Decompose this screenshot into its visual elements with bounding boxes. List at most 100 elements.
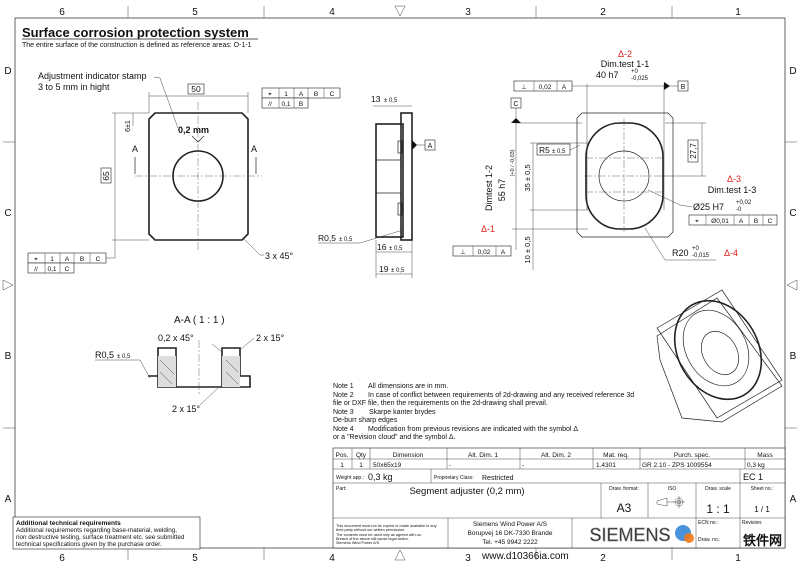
svg-text:-0: -0	[736, 207, 742, 213]
front-view: Adjustment indicator stamp 3 to 5 mm in …	[27, 71, 341, 274]
svg-text:10 ± 0,5: 10 ± 0,5	[523, 236, 532, 263]
svg-text:⌖: ⌖	[268, 91, 272, 98]
column-label: 1	[735, 553, 741, 564]
svg-text:Part:: Part:	[336, 486, 347, 492]
sheet-number: 1 / 1	[754, 505, 770, 514]
svg-text:± 0,5: ± 0,5	[339, 237, 353, 243]
svg-text:-0,025: -0,025	[631, 76, 649, 82]
height-dim: 65	[101, 171, 111, 181]
watermark: 铁件网 www.d10366ia.com	[481, 525, 782, 562]
dim-16: 16	[377, 242, 387, 252]
page-title: Surface corrosion protection system	[22, 25, 249, 40]
revision-mark-4: Δ-4	[724, 248, 738, 258]
svg-text:Alt. Dim. 2: Alt. Dim. 2	[541, 452, 571, 459]
svg-text:Modification from previous rev: Modification from previous revisions are…	[368, 426, 578, 433]
svg-text:B: B	[80, 256, 84, 263]
svg-text:Additional requirements regard: Additional requirements regarding base-m…	[16, 527, 177, 534]
watermark-url: www.d10366ia.com	[481, 551, 569, 562]
frame-column-labels: 6 5 4 3 2 1 6 5 4 3 2 1	[59, 7, 741, 564]
svg-text:1: 1	[50, 256, 54, 263]
dim-test-1-2: Dimtest 1-2	[484, 165, 494, 211]
svg-text:Proprietary Class:: Proprietary Class:	[434, 475, 474, 481]
svg-text:This document must not be copi: This document must not be copied or made…	[336, 524, 437, 528]
plate-outline	[148, 112, 249, 241]
svg-text:C: C	[96, 256, 101, 263]
svg-text:1: 1	[359, 462, 363, 469]
dim-test-1-1: Dim.test 1-1	[601, 59, 650, 69]
dim-19: 19	[379, 264, 389, 274]
svg-text:third party without our writte: third party without our written permissi…	[336, 528, 405, 532]
svg-text:C: C	[330, 91, 335, 98]
column-label: 2	[600, 553, 606, 564]
svg-text:A: A	[65, 256, 70, 263]
r20-dim: R20	[672, 248, 689, 258]
svg-text:In case of conflict between re: In case of conflict between requirements…	[368, 392, 634, 399]
svg-text:Revision:: Revision:	[742, 520, 763, 526]
svg-text:C: C	[65, 266, 70, 273]
svg-text:0,1: 0,1	[281, 101, 290, 108]
svg-text:Qty: Qty	[356, 452, 367, 459]
row-label: A	[5, 494, 12, 505]
dim-test-1-3: Dim.test 1-3	[708, 185, 757, 195]
width-dim: 50	[191, 84, 201, 94]
row-label: B	[790, 351, 797, 362]
datum-b: B	[681, 84, 686, 91]
svg-text:Tel. +45 9942 2222: Tel. +45 9942 2222	[482, 539, 538, 546]
svg-text:B: B	[754, 218, 758, 225]
svg-text:Siemens Wind Power A/S: Siemens Wind Power A/S	[336, 541, 380, 545]
draw-scale: 1 : 1	[706, 502, 730, 516]
dim-13: 13	[371, 94, 381, 104]
svg-text:Note 4: Note 4	[333, 426, 354, 433]
svg-text:± 0,5: ± 0,5	[391, 268, 405, 274]
svg-text:0,02: 0,02	[539, 84, 552, 91]
svg-text:55 h7: 55 h7	[497, 179, 507, 202]
company-name: Siemens Wind Power A/S	[473, 521, 548, 528]
section-title: A-A ( 1 : 1 )	[174, 315, 225, 326]
svg-text:Additional technical requireme: Additional technical requirements	[16, 520, 121, 527]
row-label: D	[4, 66, 11, 77]
column-label: 4	[329, 7, 335, 18]
column-label: 5	[192, 553, 198, 564]
column-label: 6	[59, 553, 65, 564]
datum-a: A	[428, 143, 433, 150]
svg-text:technical specifications given: technical specifications given by the pu…	[16, 541, 162, 548]
chamfer-note: 3 x 45°	[265, 251, 294, 261]
svg-text:1: 1	[340, 462, 344, 469]
r5-dim: R5	[539, 145, 550, 155]
svg-text:Borupvej 16 DK-7330 Brande: Borupvej 16 DK-7330 Brande	[468, 530, 553, 537]
copyright-notice: This document must not be copied or made…	[336, 524, 437, 545]
svg-text:A: A	[299, 91, 304, 98]
column-label: 3	[465, 553, 471, 564]
revision-mark-1: Δ-1	[481, 224, 495, 234]
column-label: 3	[465, 7, 471, 18]
draw-format: A3	[617, 501, 632, 515]
top-offset-dim: 6±1	[125, 120, 132, 132]
svg-text:Sheet no.:: Sheet no.:	[751, 486, 774, 492]
iso-projection-icon	[656, 496, 685, 508]
svg-text:Purch. spec.: Purch. spec.	[674, 452, 710, 459]
svg-text:All dimensions are in mm.: All dimensions are in mm.	[368, 383, 448, 390]
svg-text:+0,02: +0,02	[736, 200, 752, 206]
svg-text:Weight app.:: Weight app.:	[336, 475, 364, 481]
svg-text:Dimension: Dimension	[393, 452, 424, 459]
radius-note: R0,5	[318, 233, 336, 243]
right-view: Δ-2 Dim.test 1-1 40 h7 +0 -0,025 B ⊥0,02…	[452, 49, 778, 270]
row-label: B	[5, 351, 12, 362]
svg-text:0,3 kg: 0,3 kg	[747, 462, 765, 469]
row-label: D	[789, 66, 796, 77]
chamfer-note: 2 x 15°	[172, 404, 201, 414]
svg-text:Draw. no.:: Draw. no.:	[698, 537, 721, 543]
column-label: 2	[600, 7, 606, 18]
svg-text:1: 1	[284, 91, 288, 98]
dia-25: Ø25 H7	[693, 202, 724, 212]
svg-text:± 0,5: ± 0,5	[389, 246, 403, 252]
frame-ticks	[2, 5, 798, 561]
row-label: C	[4, 208, 11, 219]
svg-text:B: B	[299, 101, 303, 108]
